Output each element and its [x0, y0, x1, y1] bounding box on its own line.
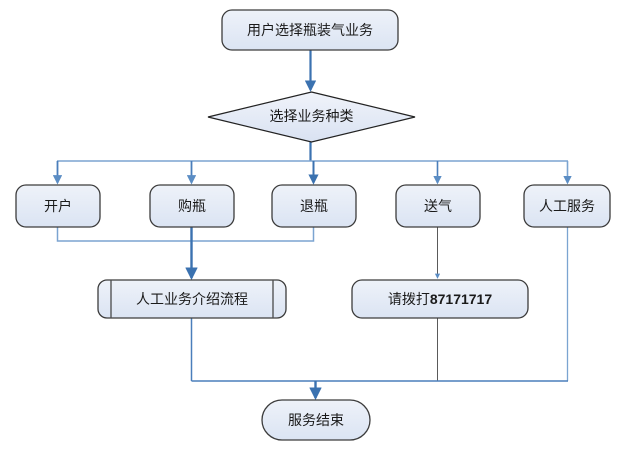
node-opt-tuiping-shape[interactable]	[271, 184, 357, 228]
node-decision-shape[interactable]	[207, 91, 416, 143]
node-opt-gouping-shape[interactable]	[149, 184, 235, 228]
edge-kaihu-merge	[56, 227, 192, 242]
node-start-shape[interactable]	[221, 9, 399, 51]
node-opt-rengong-shape[interactable]	[523, 184, 611, 228]
node-layer	[15, 9, 611, 441]
node-opt-kaihu-shape[interactable]	[15, 184, 101, 228]
node-end-shape[interactable]	[261, 399, 371, 441]
edge-tuiping-merge	[192, 227, 315, 242]
connector-layer	[52, 50, 572, 400]
node-subprocess-shape[interactable]	[97, 279, 287, 319]
node-phone-shape[interactable]	[351, 279, 529, 319]
node-opt-songqi-shape[interactable]	[395, 184, 481, 228]
